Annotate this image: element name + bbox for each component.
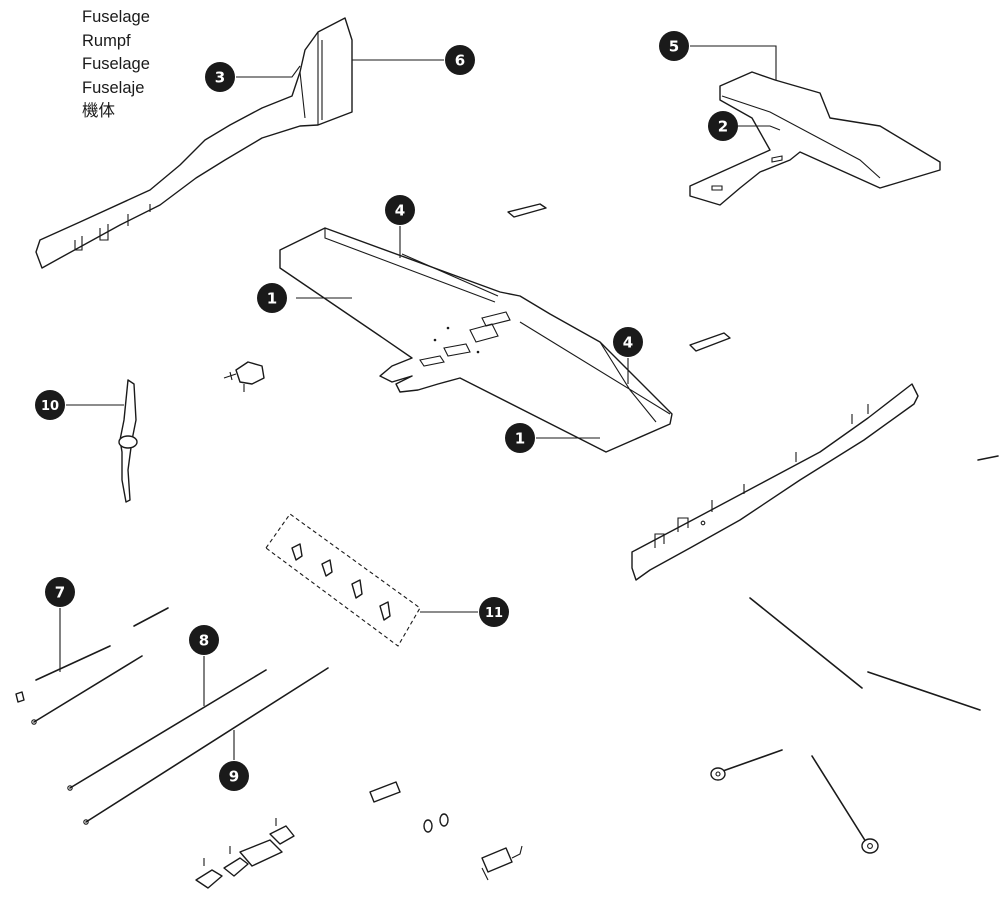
callout-badge-1-right-wing-panel: 1 bbox=[257, 283, 287, 313]
fuselage-left-half bbox=[35, 17, 353, 269]
name-spanish: Fuselaje bbox=[82, 78, 145, 97]
callout-label: 7 bbox=[55, 584, 65, 602]
callout-badge-10-propeller: 10 bbox=[35, 390, 65, 420]
callout-badge-2-stabilizer: 2 bbox=[708, 111, 738, 141]
pushrod-set bbox=[15, 607, 329, 825]
main-wing bbox=[279, 227, 673, 453]
spar-block-lower bbox=[689, 332, 731, 352]
name-german: Rumpf bbox=[82, 31, 131, 50]
receiver-servo-assembly bbox=[195, 818, 295, 889]
spar-block-upper bbox=[507, 203, 547, 218]
edge-fragment bbox=[977, 455, 999, 461]
callout-badge-3-fuselage: 3 bbox=[205, 62, 235, 92]
callout-badge-11-control-horns: 11 bbox=[479, 597, 509, 627]
callout-label: 1 bbox=[267, 290, 277, 308]
velcro-strip bbox=[369, 781, 401, 803]
callout-label: 3 bbox=[215, 69, 225, 87]
horizontal-stabilizer bbox=[689, 71, 941, 206]
callout-label: 8 bbox=[199, 632, 209, 650]
callout-badge-4-aileron-lower: 4 bbox=[613, 327, 643, 357]
name-japanese: 機体 bbox=[82, 102, 115, 120]
callout-badge-6-rudder: 6 bbox=[445, 45, 475, 75]
callout-badge-8-pushrod: 8 bbox=[189, 625, 219, 655]
callout-label: 5 bbox=[669, 38, 679, 56]
callout-badge-9-pushrod: 9 bbox=[219, 761, 249, 791]
wheel-right bbox=[811, 755, 879, 854]
leader-lines bbox=[59, 45, 781, 760]
wheel-collars bbox=[423, 813, 449, 833]
control-horn-set bbox=[265, 513, 421, 647]
name-french: Fuselage bbox=[82, 55, 150, 73]
callout-label: 2 bbox=[718, 118, 728, 136]
name-english: Fuselage bbox=[82, 8, 150, 26]
callout-label: 4 bbox=[395, 202, 405, 220]
battery-connector bbox=[481, 845, 523, 881]
callout-badge-1-left-wing-panel: 1 bbox=[505, 423, 535, 453]
callout-label: 1 bbox=[515, 430, 525, 448]
landing-gear-wires bbox=[749, 597, 981, 711]
motor bbox=[223, 361, 265, 392]
callout-label: 4 bbox=[623, 334, 633, 352]
callout-label: 11 bbox=[485, 606, 503, 621]
callout-label: 6 bbox=[455, 52, 465, 70]
wheel-left bbox=[710, 749, 783, 781]
callout-badge-7-pushrod: 7 bbox=[45, 577, 75, 607]
callout-label: 9 bbox=[229, 768, 239, 786]
fuselage-name-list: Fuselage Rumpf Fuselage Fuselaje 機体 bbox=[82, 6, 222, 124]
callout-label: 10 bbox=[41, 399, 59, 414]
fuselage-right-half bbox=[631, 383, 919, 581]
propeller bbox=[118, 379, 138, 503]
callout-badge-5-elevator: 5 bbox=[659, 31, 689, 61]
callout-badge-4-aileron-upper: 4 bbox=[385, 195, 415, 225]
